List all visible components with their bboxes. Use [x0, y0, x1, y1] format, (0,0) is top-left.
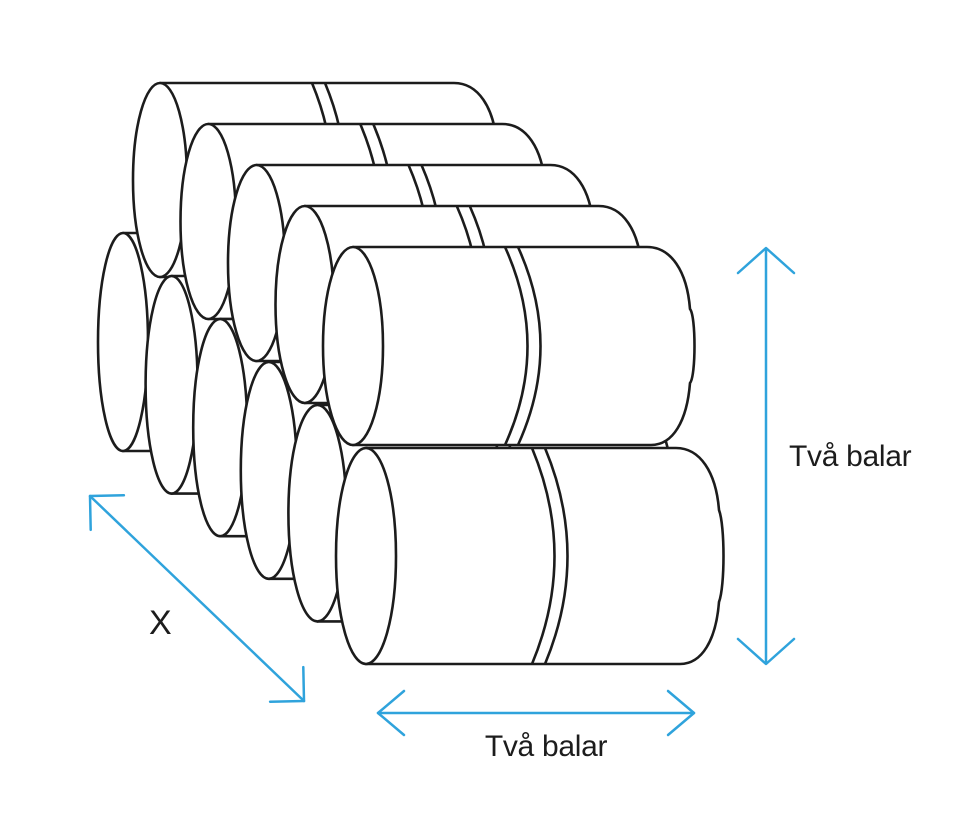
bale-pair-body	[364, 446, 725, 666]
bale-junction-rim	[530, 447, 556, 665]
length-dimension-label: Två balar	[484, 730, 608, 763]
bale-end-face	[96, 231, 150, 453]
depth-arrow	[88, 494, 306, 703]
bale-junction-rim	[543, 447, 569, 665]
bale-junction-rim	[503, 246, 529, 446]
bale-pair-bottom-6	[334, 446, 725, 666]
bale-pair-body	[351, 245, 696, 447]
bale-end-face	[191, 317, 249, 538]
bale-stack	[96, 81, 725, 666]
bale-end-face	[144, 274, 199, 495]
bale-pair-top-5	[321, 245, 696, 447]
length-arrow-head	[666, 689, 696, 737]
bale-end-face	[131, 81, 189, 279]
length-arrow-head	[376, 689, 406, 737]
height-arrow	[736, 246, 796, 666]
bale-end-face	[321, 245, 385, 447]
length-arrow	[376, 689, 696, 737]
height-arrow-head	[736, 637, 796, 666]
depth-dimension-label: X	[149, 604, 172, 642]
height-dimension-label: Två balar	[789, 440, 912, 473]
bale-end-face	[334, 446, 398, 666]
depth-arrow-head	[88, 494, 126, 532]
height-arrow-head	[736, 246, 796, 275]
bale-junction-rim	[516, 246, 542, 446]
dimension-arrows	[88, 246, 796, 737]
depth-arrow-head	[268, 665, 306, 703]
bale-end-face	[179, 122, 238, 321]
depth-arrow-shaft	[88, 494, 306, 703]
